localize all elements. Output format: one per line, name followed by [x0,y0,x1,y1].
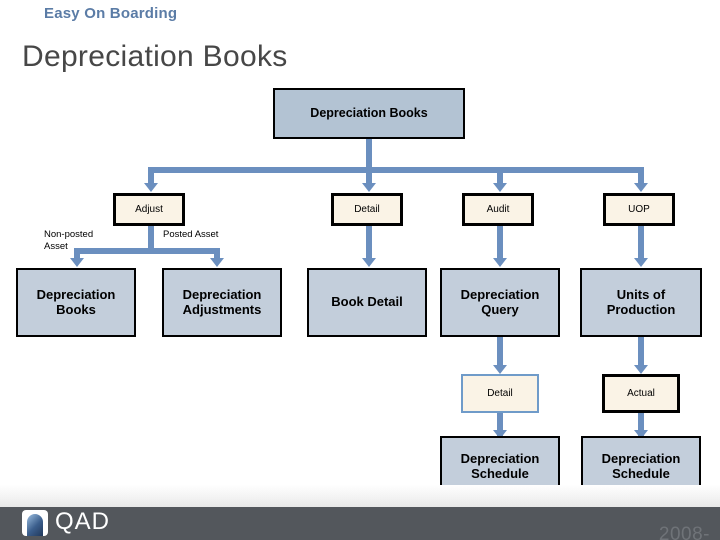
connector-drop-detail [366,167,372,185]
node-actual[interactable]: Actual [602,374,680,413]
connector-detail-to-schedule [497,413,503,436]
arrow-book-detail [362,258,376,267]
connector-drop-audit [497,167,503,185]
node-label: Audit [486,203,510,215]
node-label: Detail [487,387,513,399]
arrow-detail-sub [493,365,507,374]
edge-label-posted-asset: Posted Asset [163,229,219,240]
node-audit[interactable]: Audit [462,193,534,226]
arrow-schedule-right [634,430,648,439]
connector-detail-to-book-detail [366,226,372,260]
arrow-dep-query [493,258,507,267]
edge-label-non-posted-asset: Non-posted Asset [44,229,94,252]
connector-drop-dep-books [74,248,80,260]
qad-logo-icon [22,510,48,536]
node-depreciation-adjustments[interactable]: Depreciation Adjustments [162,268,282,337]
connector-drop-dep-adjustments [214,248,220,260]
page-title: Depreciation Books [22,40,288,73]
footer-bar: QAD 2008- [0,507,720,540]
connector-drop-adjust [148,167,154,185]
slide-kicker: Easy On Boarding [44,5,178,22]
arch-shape-icon [27,514,43,536]
qad-logo: QAD [22,510,110,536]
connector-audit-to-dep-query [497,226,503,260]
arrow-units-production [634,258,648,267]
node-label: Depreciation Books [36,286,116,317]
node-label: Depreciation Books [310,106,428,121]
node-label: Actual [627,387,655,399]
node-label: Adjust [135,203,163,215]
connector-bus-level2 [148,167,638,173]
arrow-uop [634,183,648,192]
node-label: Depreciation Adjustments [182,286,262,317]
node-detail[interactable]: Detail [331,193,403,226]
node-adjust[interactable]: Adjust [113,193,185,226]
arrow-dep-books [70,258,84,267]
node-label: Detail [354,203,380,215]
connector-dep-query-to-detail [497,337,503,369]
node-detail-sub[interactable]: Detail [461,374,539,413]
node-label: Book Detail [331,294,403,310]
node-label: Depreciation Schedule [460,451,540,481]
connector-actual-to-schedule [638,413,644,436]
connector-drop-uop [638,167,644,185]
node-label: UOP [628,203,650,215]
connector-units-production-to-actual [638,337,644,369]
footer-year: 2008- [658,524,710,540]
arrow-audit [493,183,507,192]
node-label: Depreciation Query [460,286,540,317]
arrow-detail [362,183,376,192]
node-depreciation-query[interactable]: Depreciation Query [440,268,560,337]
arrow-actual [634,365,648,374]
node-units-of-production[interactable]: Units of Production [580,268,702,337]
arrow-schedule-left [493,430,507,439]
node-label: Depreciation Schedule [601,451,681,481]
qad-logo-text: QAD [55,508,111,535]
node-depreciation-books[interactable]: Depreciation Books [16,268,136,337]
arrow-adjust [144,183,158,192]
arrow-dep-adjustments [210,258,224,267]
connector-uop-to-units-production [638,226,644,260]
connector-adjust-bus [74,248,220,254]
node-label: Units of Production [606,286,676,317]
connector-root-stem [366,139,372,173]
node-uop[interactable]: UOP [603,193,675,226]
connector-adjust-stem [148,226,154,252]
node-book-detail[interactable]: Book Detail [307,268,427,337]
footer-fade [0,485,720,507]
node-depreciation-books-root[interactable]: Depreciation Books [273,88,465,139]
